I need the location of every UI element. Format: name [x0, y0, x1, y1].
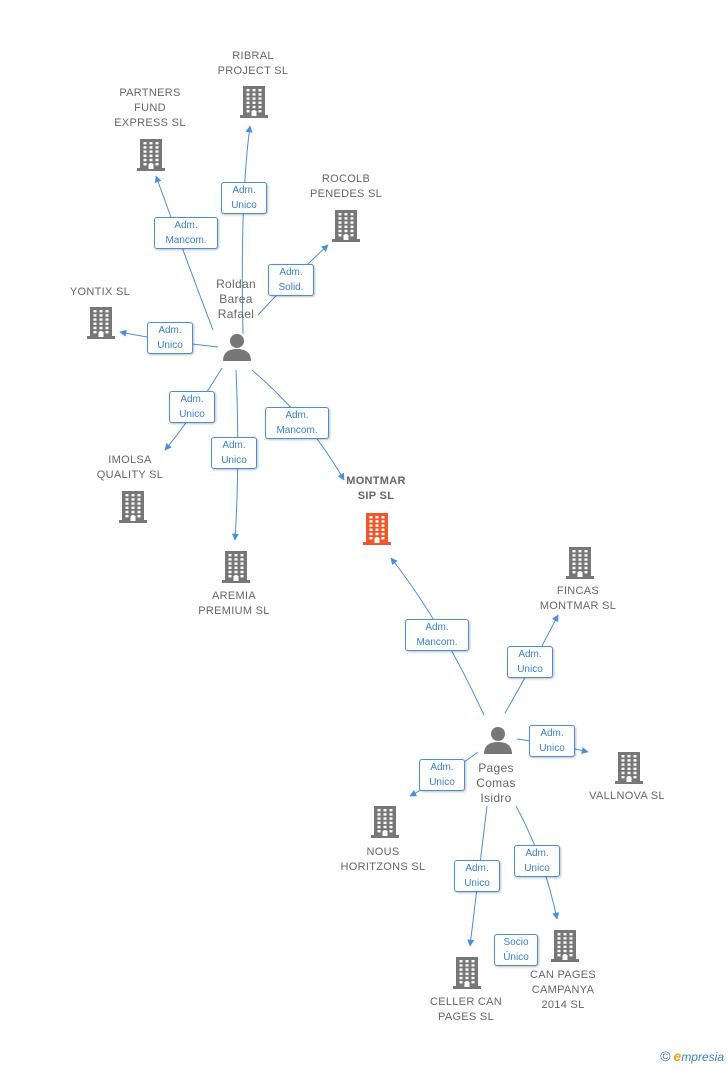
company-label-canpages[interactable]: CAN PAGES CAMPANYA 2014 SL	[529, 969, 597, 1011]
role-badge-roldan-ribral[interactable]: Adm. Unico	[221, 182, 267, 214]
building-icon[interactable]	[613, 751, 645, 790]
company-label-montmar[interactable]: MONTMAR SIP SL	[346, 475, 406, 502]
copyright-symbol: ©	[660, 1048, 671, 1064]
role-badge-pages-montmar[interactable]: Adm. Mancom.	[405, 619, 469, 651]
building-icon[interactable]	[549, 929, 581, 968]
role-badge-pages-celler[interactable]: Adm. Unico	[454, 860, 500, 892]
person-icon[interactable]	[222, 332, 252, 367]
company-label-imolsa[interactable]: IMOLSA QUALITY SL	[96, 454, 164, 481]
company-label-rocolb[interactable]: ROCOLB PENEDES SL	[309, 173, 383, 200]
company-label-partners[interactable]: PARTNERS FUND EXPRESS SL	[114, 87, 186, 129]
role-badge-roldan-montmar[interactable]: Adm. Mancom.	[265, 407, 329, 439]
brand-initial: e	[673, 1048, 682, 1064]
building-icon[interactable]	[135, 138, 167, 177]
edge-roldan-ribral	[241, 125, 253, 335]
role-badge-pages-vallnova[interactable]: Adm. Unico	[529, 725, 575, 757]
company-label-vallnova[interactable]: VALLNOVA SL	[589, 790, 665, 802]
role-badge-pages-canpages[interactable]: Socio Único	[494, 934, 538, 966]
person-label-roldan[interactable]: Roldan Barea Rafael	[216, 277, 256, 321]
role-badge-roldan-rocolb[interactable]: Adm. Solid.	[268, 264, 314, 296]
edge-roldan-partners	[154, 175, 214, 331]
edge-layer	[119, 125, 589, 947]
building-icon[interactable]	[238, 85, 270, 124]
building-icon[interactable]	[85, 306, 117, 345]
company-label-yontix[interactable]: YONTIX SL	[69, 286, 131, 298]
role-badge-roldan-imolsa[interactable]: Adm. Unico	[169, 391, 215, 423]
company-label-ribral[interactable]: RIBRAL PROJECT SL	[217, 50, 289, 77]
role-badge-roldan-partners[interactable]: Adm. Mancom.	[154, 217, 218, 249]
company-label-aremia[interactable]: AREMIA PREMIUM SL	[198, 590, 270, 617]
role-badge-roldan-aremia[interactable]: Adm. Unico	[211, 437, 257, 469]
role-badge-pages-canpages[interactable]: Adm. Unico	[514, 845, 560, 877]
building-icon[interactable]	[330, 209, 362, 248]
building-icon[interactable]	[220, 550, 252, 589]
person-label-pages[interactable]: Pages Comas Isidro	[476, 761, 516, 805]
role-badge-pages-fincas[interactable]: Adm. Unico	[507, 646, 553, 678]
company-label-fincas[interactable]: FINCAS MONTMAR SL	[539, 585, 617, 612]
person-icon[interactable]	[483, 725, 513, 760]
building-icon[interactable]	[564, 546, 596, 585]
company-label-nous[interactable]: NOUS HORITZONS SL	[340, 846, 426, 873]
building-icon[interactable]	[361, 512, 393, 551]
brand-footer[interactable]: ©empresia	[660, 1048, 724, 1064]
role-badge-pages-nous[interactable]: Adm. Unico	[419, 759, 465, 791]
building-icon[interactable]	[369, 805, 401, 844]
company-label-celler[interactable]: CELLER CAN PAGES SL	[429, 996, 503, 1023]
brand-name: mpresia	[681, 1050, 724, 1064]
building-icon[interactable]	[451, 956, 483, 995]
role-badge-roldan-yontix[interactable]: Adm. Unico	[147, 322, 193, 354]
building-icon[interactable]	[117, 490, 149, 529]
